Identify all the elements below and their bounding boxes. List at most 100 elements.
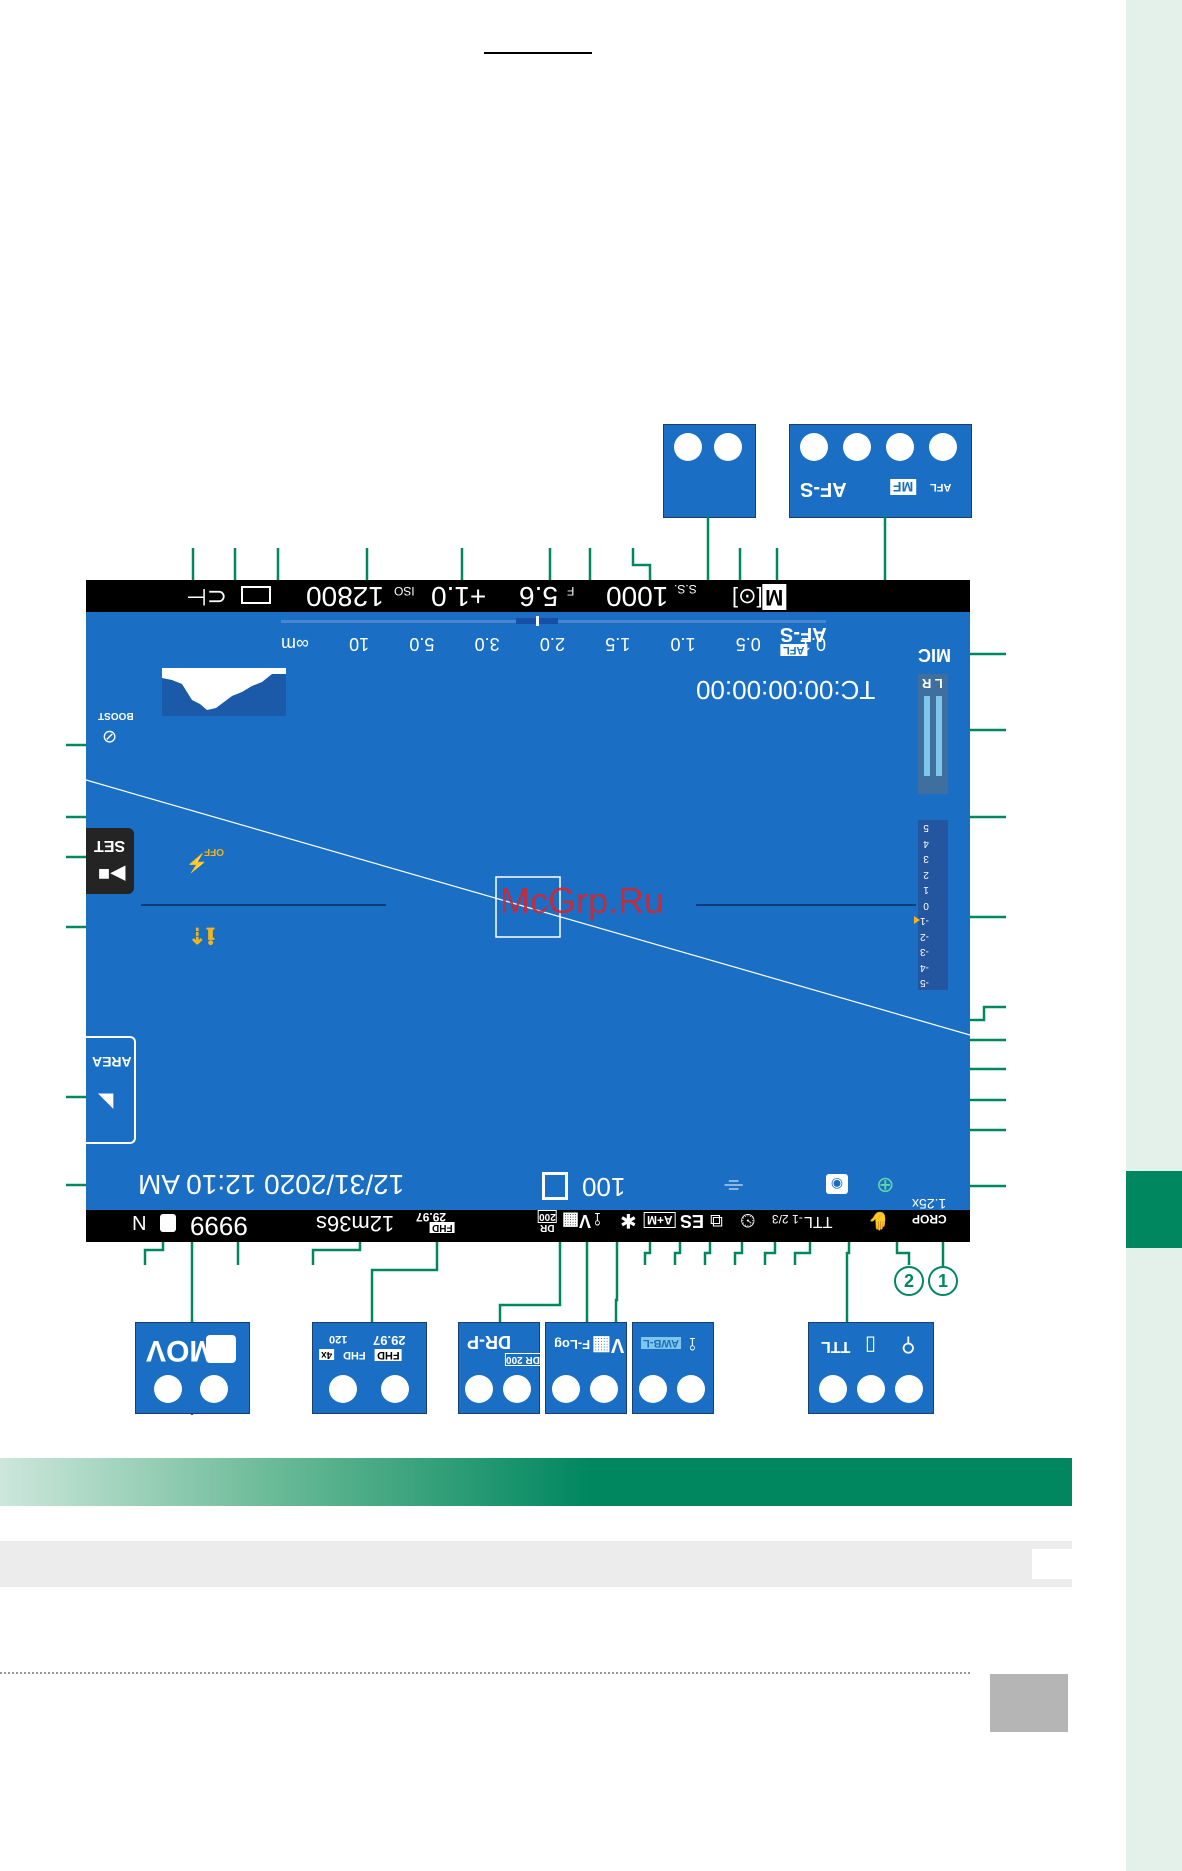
drp-label: DR-P [467, 1332, 511, 1352]
wireless-icon: ⌯ [724, 1173, 744, 1200]
commander-box-icon: ⚲ [901, 1334, 916, 1356]
top-rule [484, 52, 592, 54]
wb-callout: AWB-L ⟟ [632, 1322, 714, 1414]
dr-label: DR [540, 1222, 555, 1233]
crop-zoom: 1.25x [912, 1196, 947, 1212]
horizon-and-guides [86, 779, 970, 1036]
bluetooth-icon: ✱ [620, 1209, 637, 1231]
histogram [162, 668, 286, 716]
set-label: SET [94, 837, 126, 854]
shots-remaining: 9999 [190, 1211, 248, 1241]
callout-dot [819, 1375, 847, 1403]
boost-label: BOOST [98, 710, 134, 721]
zoom-icon: ⊕ [876, 1173, 895, 1198]
movie-set-button[interactable]: ▶■ SET [86, 828, 134, 894]
callout-dot [590, 1375, 618, 1403]
card-icon [542, 1172, 568, 1200]
wb-icon: A+M [644, 1212, 676, 1228]
section-grey-row [0, 1541, 1072, 1587]
flash-box-icon: ▯ [865, 1334, 877, 1356]
callout-dot [886, 433, 914, 461]
movie-fps: 29.97 [416, 1210, 447, 1224]
bottom-info-bar [86, 1210, 970, 1242]
flash-callout: TTL ▯ ⚲ [808, 1322, 934, 1414]
recording-time: 12m36s [316, 1211, 395, 1236]
large-size-icon [206, 1335, 236, 1363]
awb-box-label: AWB-L [641, 1337, 682, 1349]
focus-area-icon: ◣ [98, 1091, 114, 1113]
film-sim-box-icon: V▦ [592, 1334, 625, 1356]
hand-shake-icon: ✋ [868, 1211, 891, 1231]
film-sim-callout: F-Log V▦ [545, 1322, 627, 1414]
callout-dot [895, 1375, 923, 1403]
af-callout-box-large: AF-S MF AFL [789, 424, 972, 518]
fps-box-2: 120 [329, 1333, 348, 1345]
callout-dot [552, 1375, 580, 1403]
ttl-comp: -1 2/3 [772, 1212, 803, 1226]
callout-dot [800, 433, 828, 461]
fhd-box-2: FHD [343, 1349, 366, 1361]
callout-number-2: 2 [894, 1266, 924, 1296]
watermark: McGrp.Ru [500, 880, 665, 921]
camera-display: M [⊙] 1000 S.S. 5.6 F +1.0 12800 ISO ⊂⊢ … [86, 580, 970, 1242]
callout-dot [929, 433, 957, 461]
callout-dot [714, 433, 742, 461]
image-size-icon [160, 1214, 176, 1232]
callout-number-1: 1 [928, 1266, 958, 1296]
audio-bar-left [924, 696, 930, 776]
frame-counter: 100 [582, 1172, 626, 1202]
callout-dot [674, 433, 702, 461]
ttl-label: TTL [804, 1213, 833, 1230]
callout-dot [329, 1375, 357, 1403]
self-timer-icon: ⏲ [740, 1209, 756, 1231]
focus-area-button[interactable]: ◣ AREA [86, 1036, 136, 1144]
grey-row-end [1032, 1549, 1072, 1579]
boost-icon: ⊘ [102, 727, 118, 747]
afl-box-label: AFL [930, 481, 952, 493]
image-quality: N [132, 1211, 147, 1233]
level-pointer [914, 916, 920, 924]
afs-box-label: AF-S [800, 478, 847, 500]
top-info-bar [86, 580, 970, 612]
callout-dot [857, 1375, 885, 1403]
date-time: 12/31/2020 12:10 AM [138, 1169, 405, 1200]
callout-dot [639, 1375, 667, 1403]
zoom-4x-box: 4x [319, 1349, 335, 1360]
dr-value: 200 [538, 1210, 557, 1223]
chapter-side-tab [1126, 0, 1182, 1871]
callout-dot [465, 1375, 493, 1403]
chapter-marker [1126, 1171, 1182, 1248]
page-number-box [990, 1674, 1068, 1732]
dynamic-range-callout: DR-P DR 200 [458, 1322, 541, 1414]
touch-shutter-icon: ◉ [826, 1174, 848, 1194]
film-sim-icon: V▦ [562, 1211, 592, 1231]
awb-icon: ⟟ [594, 1209, 601, 1229]
callout-dot [843, 433, 871, 461]
battery-icon [241, 586, 271, 604]
file-format-callout: MOV [135, 1322, 250, 1414]
shutter-type: ES [680, 1211, 705, 1231]
area-label: AREA [92, 1054, 132, 1070]
callout-dot [200, 1375, 228, 1403]
mf-box-label: MF [890, 479, 917, 495]
callout-dot [154, 1375, 182, 1403]
audio-bar-right [936, 696, 942, 776]
callout-dot [677, 1375, 705, 1403]
electronic-level-scale: 5 4 3 2 1 0 -1 -2 -3 -4 -5 [914, 820, 948, 990]
movie-mode-callout: FHD 29.97 FHD 4x 120 [312, 1322, 427, 1414]
dotted-separator [0, 1672, 970, 1674]
drive-icon: ⧉ [710, 1211, 723, 1231]
section-gradient-bar [0, 1458, 1072, 1506]
metering-icon: [⊙] [732, 583, 763, 608]
ttl-box-label: TTL [821, 1338, 851, 1355]
dr200-label: DR 200 [505, 1353, 541, 1366]
af-callout-box-small [663, 424, 756, 518]
crop-label: CROP [912, 1212, 947, 1226]
awb-box-icon: ⟟ [689, 1334, 696, 1354]
callout-dot [503, 1375, 531, 1403]
flash-off-label: OFF [204, 846, 224, 857]
image-stabilization-icon: ℹ⇡ [188, 923, 215, 948]
movie-camera-icon: ▶■ [98, 863, 126, 885]
flog-label: F-Log [554, 1337, 591, 1352]
distance-scale-cursor [536, 616, 539, 626]
